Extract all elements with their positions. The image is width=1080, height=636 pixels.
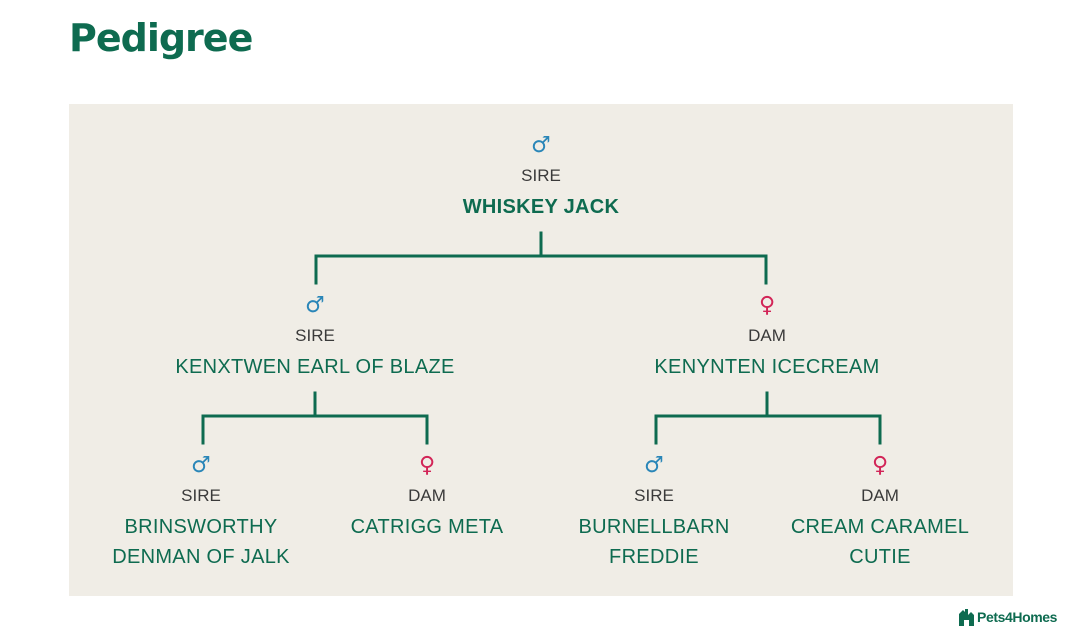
connector-dam — [654, 391, 882, 445]
node-sire-sire: ♂ SIRE BRINSWORTHY DENMAN OF JALK — [106, 454, 296, 572]
pedigree-panel: ♂ SIRE WHISKEY JACK ♂ SIRE KENXTWEN EARL… — [69, 104, 1013, 596]
node-role: DAM — [748, 326, 786, 345]
node-sire-dam: ♀ DAM CATRIGG META — [332, 454, 522, 542]
node-role: SIRE — [634, 486, 674, 505]
node-dam-dam: ♀ DAM CREAM CARAMEL CUTIE — [785, 454, 975, 572]
house-pet-icon — [959, 609, 974, 626]
node-role: DAM — [861, 486, 899, 505]
female-icon: ♀ — [758, 293, 776, 318]
female-icon: ♀ — [871, 453, 889, 478]
connector-sire — [201, 391, 429, 445]
female-icon: ♀ — [418, 453, 436, 478]
node-role: SIRE — [295, 326, 335, 345]
male-icon: ♂ — [531, 133, 551, 158]
page-title: Pedigree — [69, 16, 253, 60]
pets4homes-logo: Pets4Homes — [957, 606, 1057, 628]
node-dam-sire: ♂ SIRE BURNELLBARN FREDDIE — [559, 454, 749, 572]
node-root: ♂ SIRE WHISKEY JACK — [401, 134, 681, 222]
node-dam: ♀ DAM KENYNTEN ICECREAM — [627, 294, 907, 382]
node-role: SIRE — [181, 486, 221, 505]
node-name: CREAM CARAMEL CUTIE — [790, 516, 970, 568]
tree-connectors — [201, 231, 882, 445]
connector-root — [314, 231, 768, 285]
logo-text: Pets4Homes — [977, 609, 1058, 625]
node-name: KENXTWEN EARL OF BLAZE — [175, 356, 455, 378]
node-role: SIRE — [521, 166, 561, 185]
node-sire: ♂ SIRE KENXTWEN EARL OF BLAZE — [175, 294, 455, 382]
node-name: BRINSWORTHY DENMAN OF JALK — [112, 516, 290, 568]
node-name: WHISKEY JACK — [462, 196, 620, 218]
male-icon: ♂ — [191, 453, 211, 478]
male-icon: ♂ — [305, 293, 325, 318]
node-role: DAM — [408, 486, 446, 505]
male-icon: ♂ — [644, 453, 664, 478]
node-name: BURNELLBARN FREDDIE — [578, 516, 730, 568]
node-name: CATRIGG META — [350, 516, 504, 538]
node-name: KENYNTEN ICECREAM — [654, 356, 880, 378]
